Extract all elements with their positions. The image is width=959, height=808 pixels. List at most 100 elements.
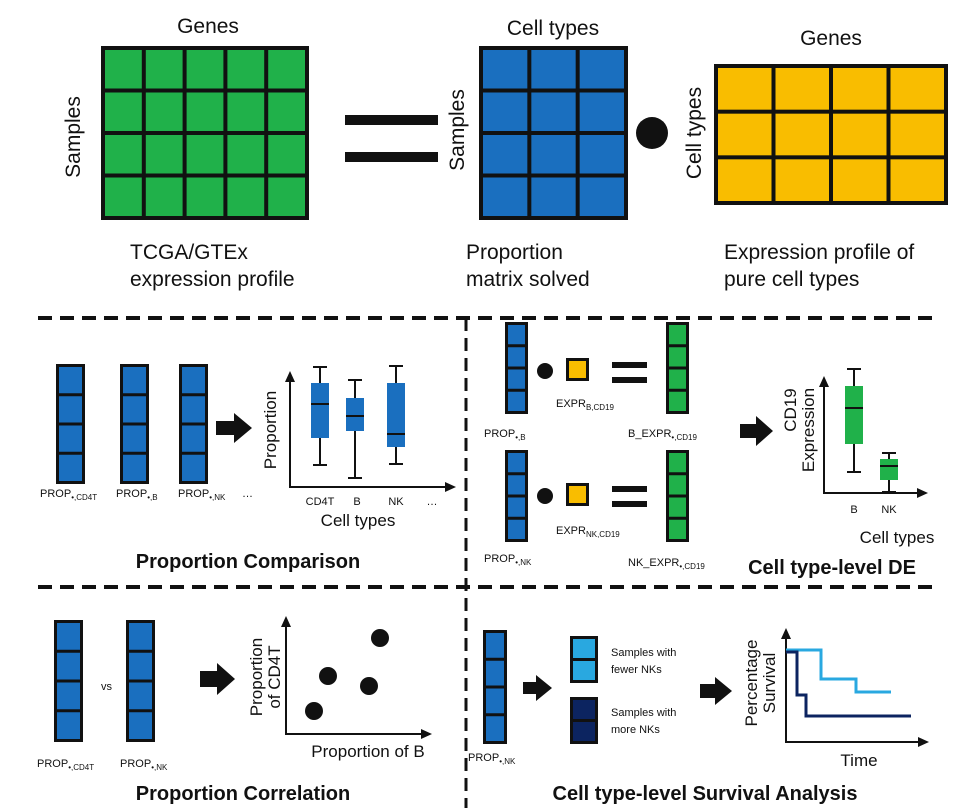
de-box-b-box <box>845 386 863 444</box>
scatter-y-label-line-1: Proportion <box>247 638 266 716</box>
panel-title-survival-analysis: Cell type-level Survival Analysis <box>553 783 858 805</box>
vs-label: vs <box>101 681 113 693</box>
survival-y-label-line-1: Percentage <box>742 640 761 727</box>
prop-ellipsis: … <box>242 488 253 500</box>
prop-b-label: PROP•,B <box>116 488 158 502</box>
proportion-matrix-cell <box>531 177 576 216</box>
tick-cd4t: CD4T <box>306 496 335 508</box>
tick-ellipsis: … <box>427 496 438 508</box>
de-box-nk-box <box>880 459 898 480</box>
group-fewer-line-2: fewer NKs <box>611 664 662 676</box>
arrow-right-icon <box>523 675 552 701</box>
de-y-label-line-2: Expression <box>799 388 818 472</box>
column-nk-cell <box>182 396 205 423</box>
proportion-matrix-cell <box>483 92 528 131</box>
scatter-point <box>305 702 323 720</box>
de-column-nk-cell <box>508 475 525 495</box>
prop-nk-survival-label: PROP•,NK <box>468 752 516 766</box>
group-fewer-cell <box>573 639 595 658</box>
survival-curve-chart: Percentage Survival Time <box>742 628 929 770</box>
caption-right-line-2: pure cell types <box>724 268 859 291</box>
panel-survival-analysis: PROP•,NK Samples with fewer NKs Samples … <box>468 628 929 805</box>
b-expr-cell <box>669 347 686 367</box>
boxplot-boxes <box>311 365 405 479</box>
pure-expression-matrix-cell <box>833 68 887 110</box>
expr-cell-b <box>566 358 589 381</box>
genes-label-2: Genes <box>800 27 862 50</box>
proportion-matrix-cell <box>531 50 576 89</box>
survival-curve-more-nks <box>786 650 911 718</box>
nk-expr-frame <box>666 450 689 542</box>
de-column-b-cell <box>508 325 525 345</box>
column-b-cell <box>123 396 146 423</box>
column-b-cell <box>123 425 146 452</box>
panel-title-proportion-correlation: Proportion Correlation <box>136 783 350 805</box>
proportion-matrix-cell <box>579 135 624 174</box>
de-column-nk-cell <box>508 519 525 539</box>
group-more-line-2: more NKs <box>611 724 660 736</box>
expression-matrix-cell <box>227 135 265 174</box>
pure-expression-matrix-cell <box>833 159 887 201</box>
x-axis-arrowhead <box>421 729 432 739</box>
boxplot-x-label: Cell types <box>321 511 396 530</box>
de-boxplot: CD19 Expression B NK Cell types <box>781 368 935 547</box>
proportion-matrix <box>479 46 628 220</box>
survival-y-label-line-2: Survival <box>760 653 779 713</box>
scatter-y-label-line-2: of CD4T <box>265 645 284 708</box>
nk-expr-cell <box>669 497 686 517</box>
expression-matrix-cell <box>268 92 305 131</box>
equals-bottom-bar-b <box>612 377 647 383</box>
proportion-column-nk-survival <box>483 630 507 744</box>
matrix-equation: Genes Samples Cell types Samples Genes C… <box>62 15 948 291</box>
tick-b-de: B <box>850 504 857 516</box>
survival-axes <box>785 636 921 743</box>
pure-expression-matrix-cell <box>775 113 829 156</box>
nk-expr-cell <box>669 453 686 473</box>
survival-column-nk-cell <box>486 688 504 714</box>
b-expr-cell <box>669 391 686 411</box>
de-y-label-line-1: CD19 <box>781 388 800 431</box>
corr-column-nk-cell <box>129 652 152 680</box>
corr-column-cd4t-cell <box>57 712 80 739</box>
expression-matrix-cell <box>186 177 224 216</box>
survival-column-nk-cell <box>486 716 504 741</box>
b-expr-frame <box>666 322 689 414</box>
caption-mid-line-1: Proportion <box>466 241 563 264</box>
survival-column-nk-cell <box>486 660 504 686</box>
y-axis-arrowhead <box>819 376 829 387</box>
tick-nk: NK <box>388 496 404 508</box>
de-column-nk-cell <box>508 453 525 473</box>
prop-b-de-label: PROP•,B <box>484 428 526 442</box>
scatter-axes <box>285 624 424 735</box>
column-nk-cell <box>182 425 205 452</box>
nk-expr-label: NK_EXPR•,CD19 <box>628 557 705 571</box>
box-b-box <box>346 398 364 431</box>
expression-matrix-cell <box>186 50 224 89</box>
proportion-matrix-cell <box>483 177 528 216</box>
corr-column-nk-cell <box>129 682 152 710</box>
expression-matrix-cell <box>105 177 142 216</box>
de-column-b-frame <box>505 322 528 414</box>
arrow-right-icon <box>200 663 235 695</box>
nk-expr-cell <box>669 519 686 539</box>
prop-cd4t-corr-label: PROP•,CD4T <box>37 758 94 772</box>
y-axis-arrowhead <box>781 628 791 639</box>
proportion-matrix-cell <box>483 50 528 89</box>
expression-matrix-cell <box>145 135 183 174</box>
de-x-label: Cell types <box>860 528 935 547</box>
scatter-x-label: Proportion of B <box>311 742 424 761</box>
dot-product-symbol-b <box>537 363 553 379</box>
expression-matrix-cell <box>105 92 142 131</box>
boxplot-y-label: Proportion <box>261 391 280 469</box>
y-axis-arrowhead <box>281 616 291 627</box>
boxplot-axes <box>289 379 448 488</box>
cell-types-label-2: Cell types <box>683 87 706 179</box>
proportion-column-nk-corr <box>126 620 155 742</box>
expression-matrix-cell <box>227 50 265 89</box>
expression-matrix-cell <box>105 135 142 174</box>
column-cd4t-cell <box>59 454 82 481</box>
panel-title-proportion-comparison: Proportion Comparison <box>136 551 360 573</box>
tick-b: B <box>353 496 360 508</box>
caption-left-line-2: expression profile <box>130 268 295 291</box>
equals-top-bar-b <box>612 362 647 368</box>
